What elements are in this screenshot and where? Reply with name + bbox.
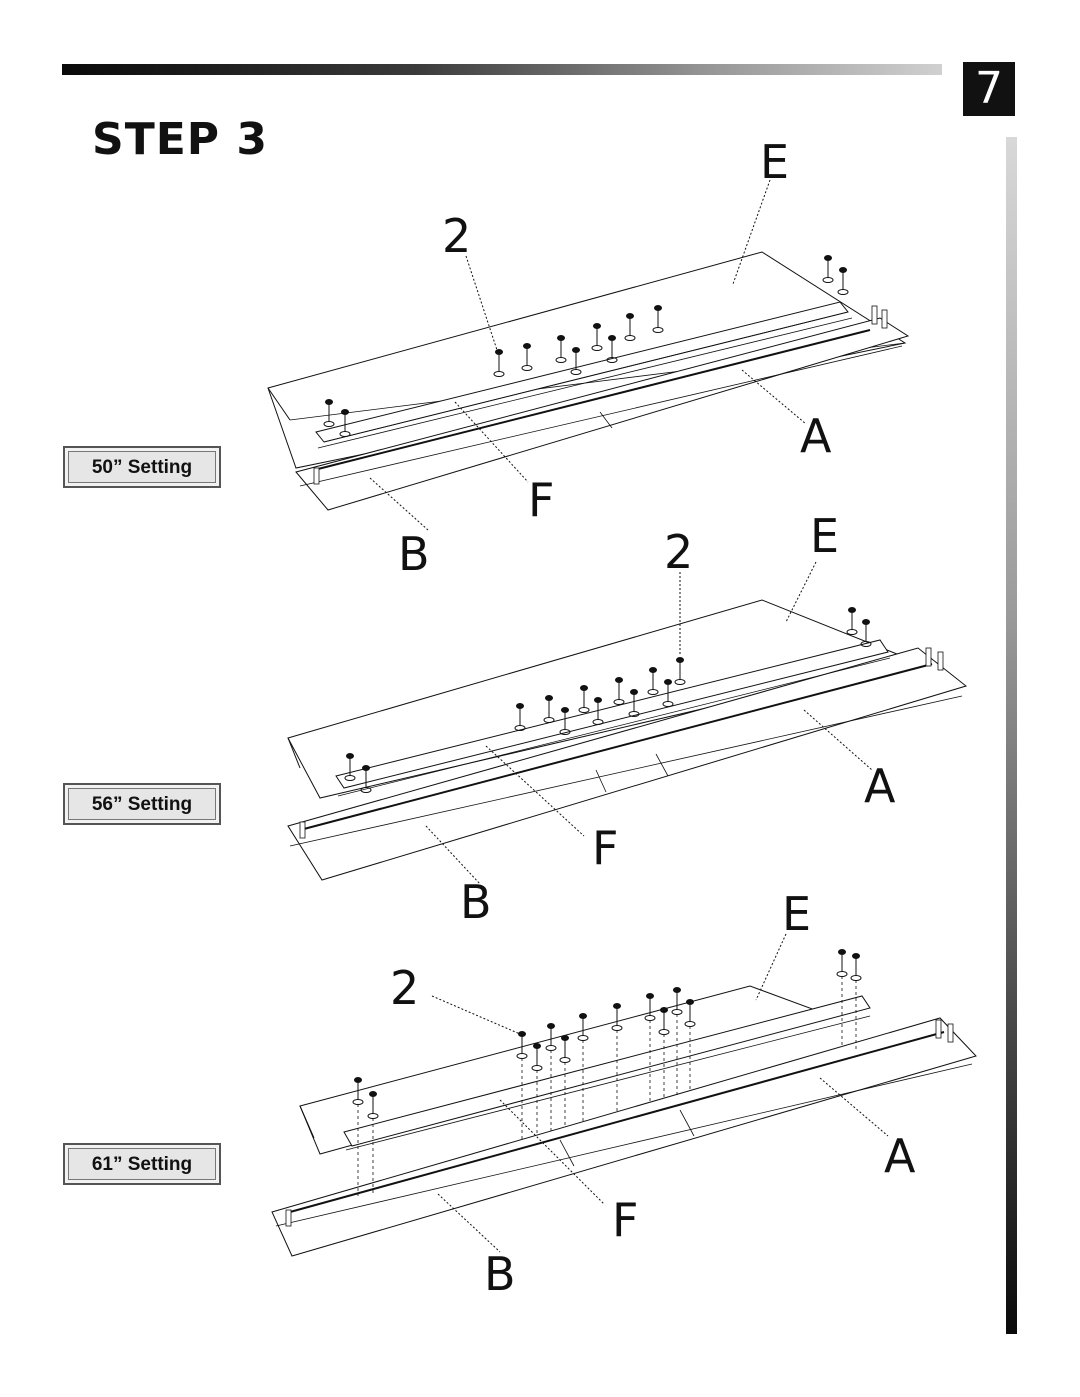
part-label-2: 2 (442, 209, 471, 263)
setting-badge-50: 50” Setting (63, 446, 221, 488)
part-label-2: 2 (390, 961, 419, 1015)
diagram-61-setting: E 2 A F B (271, 887, 977, 1301)
part-label-f: F (528, 473, 554, 527)
part-label-b: B (460, 875, 492, 929)
diagram-50-setting: E 2 A F B (267, 135, 910, 581)
part-label-b: B (484, 1247, 516, 1301)
setting-badge-56: 56” Setting (63, 783, 221, 825)
page-number: 7 (963, 62, 1015, 116)
part-label-b: B (398, 527, 430, 581)
part-label-e: E (810, 509, 839, 563)
part-label-2: 2 (664, 525, 693, 579)
setting-badge-61: 61” Setting (63, 1143, 221, 1185)
part-label-e: E (782, 887, 811, 941)
part-label-a: A (884, 1129, 916, 1183)
setting-label: 61” Setting (68, 1148, 216, 1180)
part-label-f: F (592, 821, 618, 875)
step-title: STEP 3 (92, 114, 268, 165)
part-label-f: F (612, 1193, 638, 1247)
part-label-a: A (864, 759, 896, 813)
side-rule (1006, 137, 1017, 1334)
setting-label: 50” Setting (68, 451, 216, 483)
diagram-56-setting: E 2 A F B (287, 509, 968, 929)
header-rule (62, 64, 942, 75)
part-label-e: E (760, 135, 789, 189)
part-label-a: A (800, 409, 832, 463)
setting-label: 56” Setting (68, 788, 216, 820)
